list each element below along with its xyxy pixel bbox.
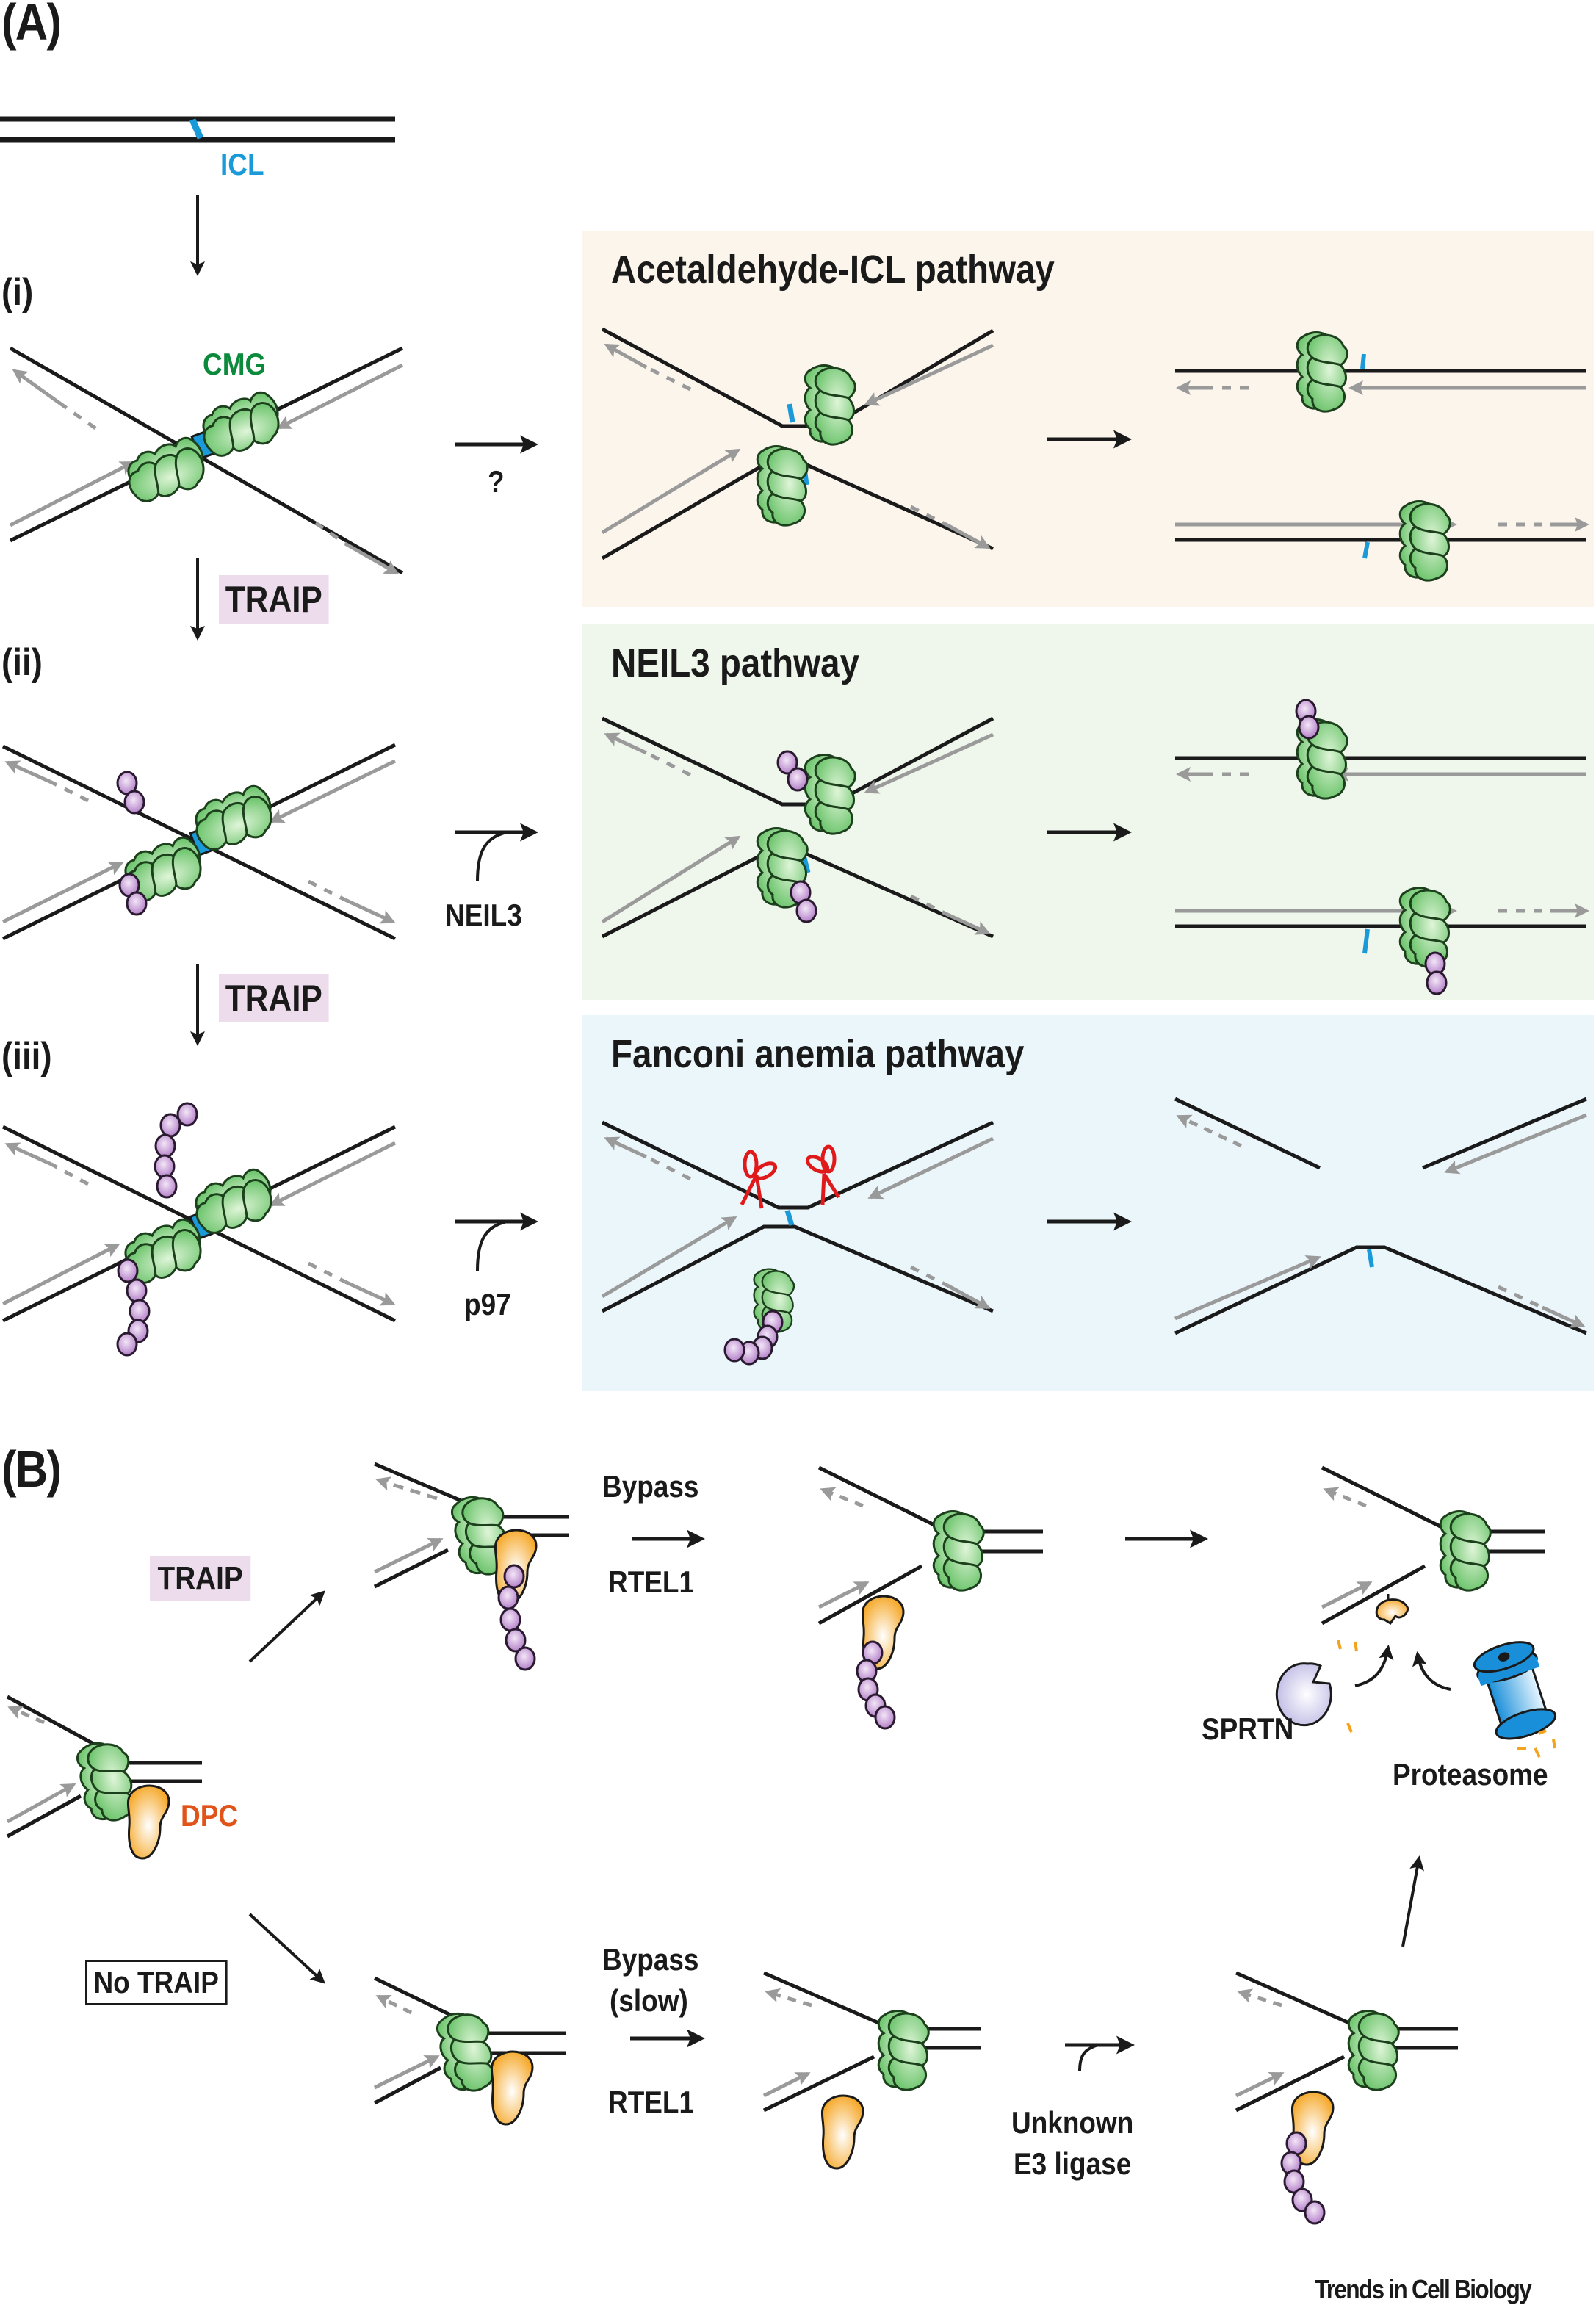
panel-a-label: (A)	[1, 0, 62, 51]
sprtn-protease	[1275, 1662, 1332, 1727]
proteasome-icon	[1473, 1641, 1557, 1740]
late-ubiquitylated-dpc-fork	[1235, 1971, 1458, 2225]
step-ii-label: (ii)	[1, 641, 43, 684]
bypass-label-upper: Bypass	[602, 1469, 699, 1504]
bypass-label-lower: Bypass	[602, 1942, 699, 1977]
rtel1-label-upper: RTEL1	[608, 1565, 695, 1599]
fanconi-pathway-title: Fanconi anemia pathway	[611, 1032, 1025, 1076]
traip-badge-b: TRAIP	[150, 1556, 251, 1601]
peptide-fragments	[1337, 1640, 1556, 1758]
converged-forks-ii	[1, 743, 397, 941]
converged-forks-i	[9, 346, 404, 575]
bypassed-dpc-fork	[762, 1971, 981, 2170]
step-iii-label: (iii)	[1, 1035, 52, 1078]
step-i-label: (i)	[1, 271, 34, 314]
journal-credit: Trends in Cell Biology	[1315, 2274, 1532, 2304]
fanconi-pathway-box	[582, 1015, 1594, 1391]
icl-duplex	[0, 116, 395, 143]
panel-b-label: (B)	[1, 1440, 62, 1498]
fanconi-products	[1174, 1097, 1587, 1335]
proteasome-label: Proteasome	[1393, 1757, 1548, 1792]
dpc-degradation-fork	[1321, 1465, 1545, 1626]
rtel1-label-lower: RTEL1	[608, 2085, 695, 2119]
bypassed-ubiquitylated-dpc-fork	[817, 1465, 1043, 1730]
diagonal-arrow-icon	[248, 1913, 325, 1984]
cmg-label: CMG	[203, 347, 267, 381]
neil3-pathway-title: NEIL3 pathway	[611, 641, 860, 685]
traip-ubiquitylated-dpc-fork	[373, 1462, 569, 1671]
acetaldehyde-unloaded-forks	[601, 327, 994, 560]
unknown-e3-label-line2: E3 ligase	[1014, 2146, 1132, 2181]
fanconi-incised-forks	[601, 1120, 994, 1366]
acetaldehyde-pathway-title: Acetaldehyde-ICL pathway	[611, 248, 1055, 292]
icl-crosslink	[189, 118, 204, 140]
unknown-factor-label: ?	[488, 464, 505, 499]
scissors-icon	[805, 1144, 841, 1205]
up-arrow-icon	[1401, 1855, 1424, 1947]
no-traip-dpc-fork	[373, 1976, 566, 2126]
dpc-stalled-fork	[6, 1695, 202, 1860]
p97-factor-label: p97	[464, 1287, 511, 1321]
neil3-products	[1175, 699, 1589, 995]
unknown-e3-label-line1: Unknown	[1011, 2105, 1134, 2140]
icl-label: ICL	[220, 147, 264, 181]
diagonal-arrow-icon	[248, 1590, 325, 1663]
no-traip-label: No TRAIP	[85, 1960, 228, 2005]
bypass-slow-label: (slow)	[610, 1983, 688, 2018]
scissors-icon	[740, 1150, 778, 1209]
neil3-factor-label: NEIL3	[445, 898, 522, 932]
sprtn-label: SPRTN	[1202, 1711, 1294, 1746]
converged-forks-iii	[1, 1102, 397, 1357]
dpc-label: DPC	[181, 1798, 239, 1833]
traip-badge-1: TRAIP	[219, 575, 329, 624]
degraded-dpc	[1375, 1598, 1409, 1626]
acetaldehyde-products	[1175, 331, 1589, 582]
traip-badge-2: TRAIP	[219, 974, 329, 1022]
neil3-unloaded-forks	[601, 716, 994, 939]
